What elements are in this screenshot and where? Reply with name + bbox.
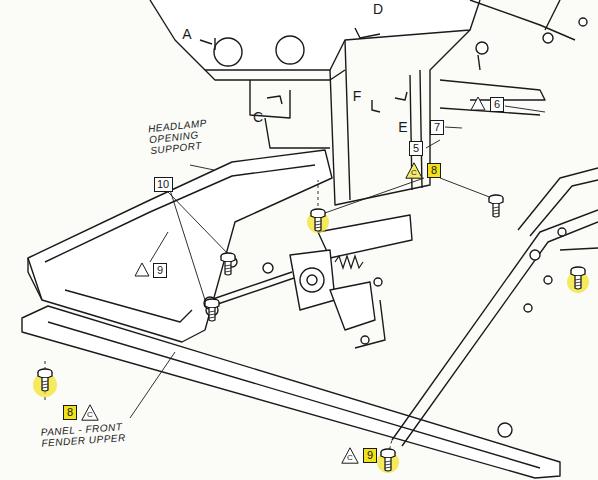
note-triangle: C: [81, 404, 99, 421]
callout-text: 7: [431, 122, 443, 133]
callout-number: 9: [153, 263, 167, 278]
callout-text: 5: [410, 143, 422, 154]
callout-number: 6: [490, 97, 504, 112]
note-triangle: [471, 97, 485, 110]
fastener-letter: F: [353, 89, 362, 104]
callout-text: 8: [64, 407, 76, 418]
fastener-letter: C: [253, 110, 263, 125]
callout-number: 7: [430, 120, 444, 135]
part-name: HEADLAMP OPENING SUPPORT: [147, 116, 224, 157]
callout-number: 5: [409, 141, 423, 156]
callout-text: C: [341, 454, 359, 462]
callout-number: 10: [154, 177, 173, 192]
callout-text: 9: [154, 265, 166, 276]
callout-text: C: [405, 169, 423, 177]
triangle-shape: [406, 162, 422, 177]
fastener-letter: A: [182, 27, 191, 42]
fastener-letter: D: [373, 2, 383, 17]
callout-text: 10: [155, 179, 172, 190]
callout-number: 9: [363, 448, 377, 463]
callout-number: 8: [63, 405, 77, 420]
note-triangle: C: [341, 447, 359, 464]
triangle-shape: [82, 404, 98, 419]
note-triangle: [135, 263, 149, 276]
fastener-letter: E: [398, 120, 407, 135]
callout-text: 8: [428, 165, 440, 176]
callout-number: 8: [427, 163, 441, 178]
note-triangle: C: [405, 162, 423, 179]
callout-text: 6: [491, 99, 503, 110]
part-name: PANEL - FRONT FENDER UPPER: [40, 419, 151, 449]
callout-text: C: [81, 411, 99, 419]
triangle-shape: [342, 447, 358, 462]
callout-text: 9: [364, 450, 376, 461]
